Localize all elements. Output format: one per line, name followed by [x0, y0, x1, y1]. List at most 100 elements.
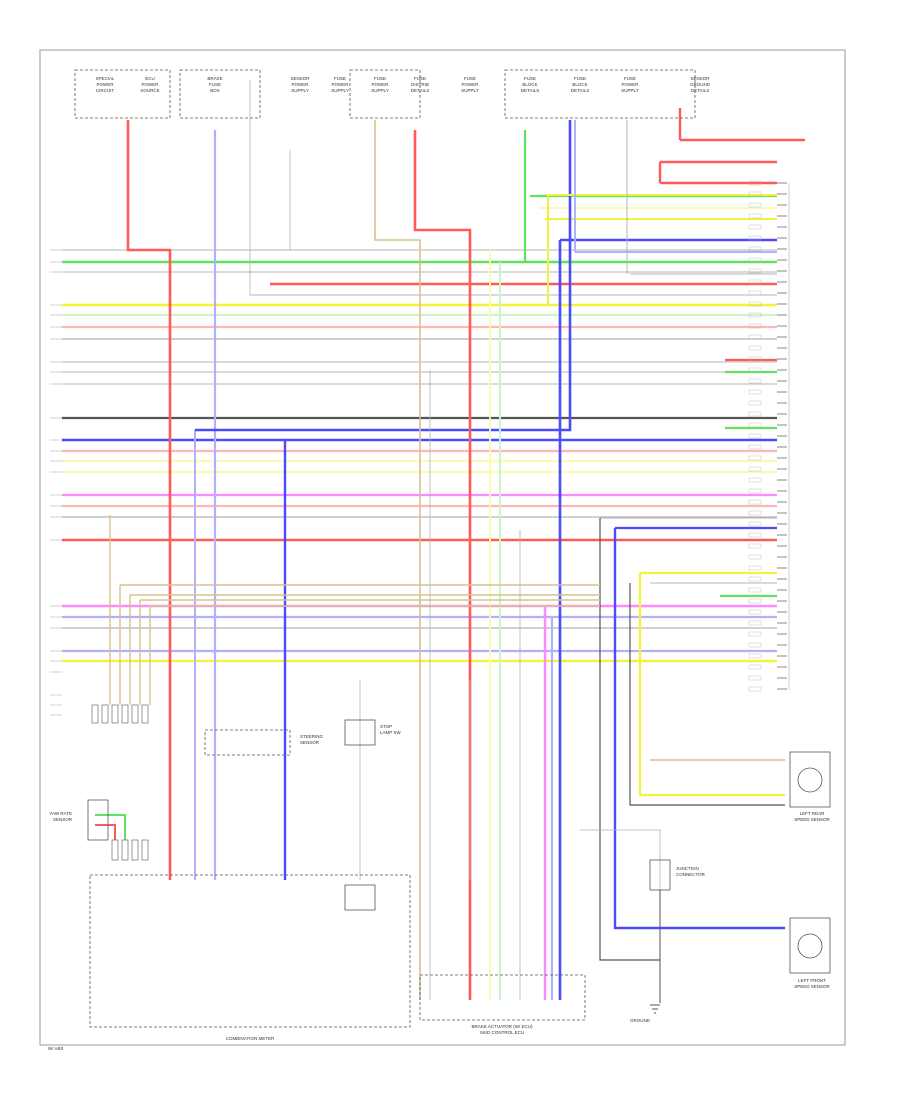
meter-inner-box [344, 884, 376, 911]
left-terminal-5 [131, 704, 139, 724]
right-pin-label-box [748, 411, 762, 417]
right-pin-label-box [748, 587, 762, 593]
right-pin-label-box [748, 213, 762, 219]
right-pin-label-box [748, 664, 762, 670]
right-pin-label-box [748, 631, 762, 637]
right-pin-label-box [748, 466, 762, 472]
right-pin-label-box [748, 488, 762, 494]
top-connector-box-4 [504, 69, 696, 119]
combination-meter-box [89, 874, 411, 1028]
right-pin-label-box [748, 378, 762, 384]
right-pin-label-box [748, 477, 762, 483]
ground-symbol [650, 1004, 660, 1014]
steering-sensor-box [204, 729, 291, 756]
right-pin-label-box [748, 620, 762, 626]
right-pin-label-box [748, 279, 762, 285]
right-pin-label-box [748, 257, 762, 263]
top-connector-box-3 [349, 69, 421, 119]
right-pin-label-box [748, 433, 762, 439]
right-pin-label-box [748, 323, 762, 329]
right-pin-label-box [748, 499, 762, 505]
right-pin-label-box [748, 598, 762, 604]
vert-yellow-up [547, 194, 777, 305]
abs-ecu-box [419, 974, 586, 1021]
right-pin-label-box [748, 224, 762, 230]
right-pin-label-box [748, 653, 762, 659]
front-speed-sensor-box [789, 917, 831, 974]
right-pin-label-box [748, 367, 762, 373]
right-pin-label-box [748, 180, 762, 186]
rear-speed-sensor-box [789, 751, 831, 808]
right-pin-label-box [748, 521, 762, 527]
right-pin-label-box [748, 356, 762, 362]
top-connector-box-1 [74, 69, 171, 119]
right-pin-label-box [748, 455, 762, 461]
right-pin-label-box [748, 554, 762, 560]
components-layer [50, 69, 831, 1028]
ground-label: GROUND [630, 1018, 651, 1023]
right-pin-label-box [748, 510, 762, 516]
right-pin-label-box [748, 389, 762, 395]
right-pin-label-box [748, 444, 762, 450]
rear-speed-sensor-coil [797, 767, 823, 793]
yaw-terminal-2 [121, 839, 129, 861]
diagram-frame [39, 49, 846, 1046]
vert-yellow-rr [638, 573, 785, 797]
right-pin-label-box [748, 290, 762, 296]
right-pin-label-box [748, 565, 762, 571]
vert-dark-rr [629, 583, 785, 806]
right-pin-label-box [748, 686, 762, 692]
right-pin-label-box [748, 422, 762, 428]
vert-dark-right [599, 518, 660, 961]
stop-lamp-box [344, 719, 376, 746]
combination-meter-label: COMBINATION METER [226, 1036, 275, 1041]
junction-box [649, 859, 671, 891]
wires-layer [62, 80, 805, 1003]
abs-ecu-label: BRAKE ACTUATOR (W/ ECU)SKID CONTROL ECU [471, 1024, 533, 1035]
right-pin-label-box [748, 642, 762, 648]
yaw-green-lead [95, 814, 126, 840]
yaw-terminal-4 [141, 839, 149, 861]
yaw-terminal-1 [111, 839, 119, 861]
right-pin-label-box [748, 543, 762, 549]
front-speed-sensor-coil [797, 933, 823, 959]
right-pin-label-box [748, 532, 762, 538]
vert-tan-mid [374, 120, 421, 1000]
page-ref-label: W/ ABS [48, 1046, 64, 1051]
right-pin-label-box [748, 191, 762, 197]
vert-blue-right [195, 120, 572, 432]
vert-red-mid [413, 130, 472, 1000]
right-pin-label-box [748, 334, 762, 340]
right-pin-label-box [748, 268, 762, 274]
right-pin-label-box [748, 312, 762, 318]
right-pin-label-box [748, 345, 762, 351]
right-pin-label-box [748, 576, 762, 582]
top-connector-box-2 [179, 69, 261, 119]
right-pin-label-box [748, 301, 762, 307]
vert-red-left [126, 120, 172, 880]
yaw-sensor-box [87, 799, 109, 841]
yaw-red-lead [95, 824, 116, 840]
left-terminal-3 [111, 704, 119, 724]
right-pin-label-box [748, 246, 762, 252]
vert-blue-fr [613, 528, 785, 930]
left-terminal-4 [121, 704, 129, 724]
